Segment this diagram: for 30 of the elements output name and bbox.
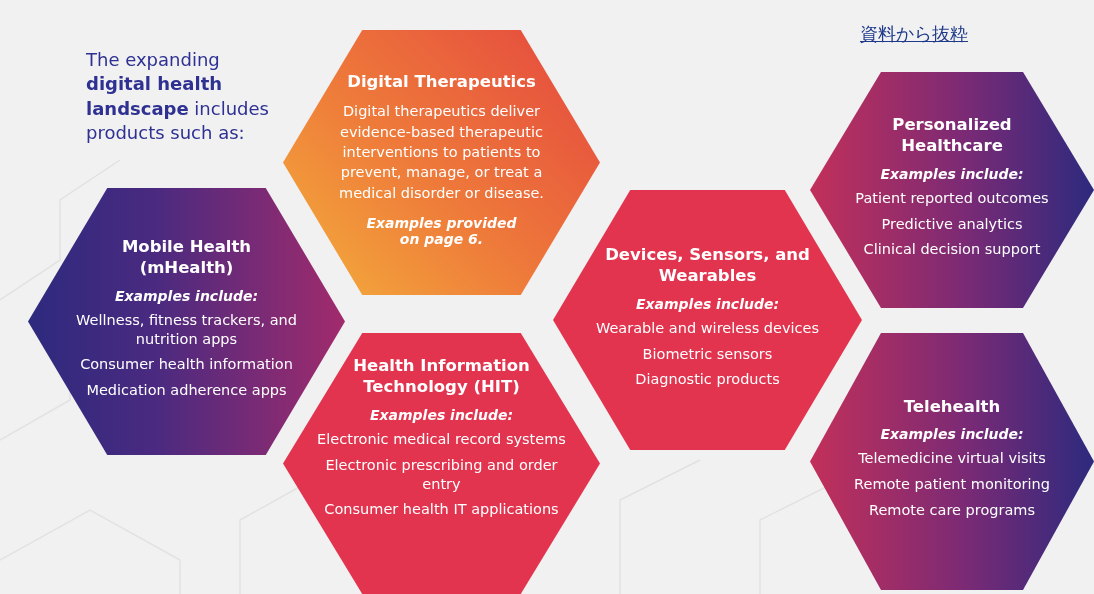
hexagon-heading: Telehealth — [903, 396, 1001, 418]
example-item: Remote care programs — [868, 501, 1035, 520]
hexagon-heading: Devices, Sensors, and Wearables — [604, 243, 811, 287]
example-item: Electronic prescribing and order entry — [324, 455, 559, 494]
examples-heading: Examples include: — [635, 295, 780, 312]
example-item: Wellness, fitness trackers, and nutrition apps — [75, 310, 298, 349]
example-item: Diagnostic products — [635, 370, 780, 390]
example-item: Biometric sensors — [642, 344, 773, 364]
intro-heading: The expanding digital health landscape includes products such as: — [86, 48, 270, 145]
hexagon-heading: Mobile Health (mHealth) — [120, 235, 253, 279]
example-item: Patient reported outcomes — [855, 188, 1049, 208]
example-item: Clinical decision support — [863, 240, 1041, 260]
example-item: Consumer health IT applications — [324, 500, 559, 520]
hexagon-heading: Digital Therapeutics — [347, 71, 536, 93]
example-item: Consumer health information — [80, 355, 293, 375]
hexagon-heading: Personalized Healthcare — [891, 113, 1013, 157]
example-item: Wearable and wireless devices — [595, 318, 820, 338]
examples-heading: Examples include: — [880, 426, 1024, 443]
description-text: Digital therapeutics deliver evidence-based therapeutic interventions to patients to prevent, manage, or treat a medical disorder or disease. — [338, 102, 545, 203]
examples-heading: Examples include: — [880, 165, 1024, 182]
examples-heading: Examples include: — [369, 406, 514, 423]
example-item: Predictive analytics — [881, 214, 1023, 234]
example-item: Medication adherence apps — [86, 381, 287, 401]
examples-heading: Examples include: — [114, 287, 259, 304]
hexagon-heading: Health Information Technology (HIT) — [352, 355, 531, 398]
example-item: Telemedicine virtual visits — [858, 449, 1046, 469]
example-item: Remote patient monitoring — [854, 475, 1050, 495]
source-note: 資料から抜粋 — [860, 22, 968, 46]
example-item: Electronic medical record systems — [317, 429, 566, 449]
page-reference-note: Examples provided on page 6. — [365, 214, 518, 247]
